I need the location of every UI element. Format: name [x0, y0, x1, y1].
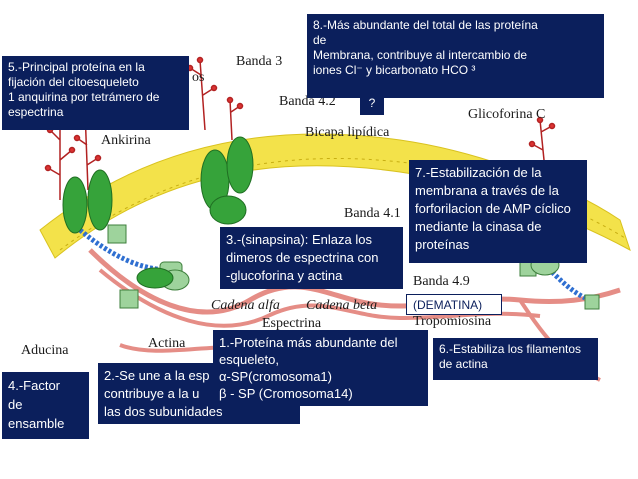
label-banda-4-1: Banda 4.1: [344, 206, 401, 221]
note-8-line-4: iones Cl⁻ y bicarbonato HCO ³: [313, 63, 476, 77]
note-4-line-2: de: [8, 397, 23, 412]
note-7-line-5: proteínas: [415, 237, 470, 252]
note-7-line-2: membrana a través de la: [415, 183, 559, 198]
note-4-box: 4.-Factor de ensamble: [2, 372, 89, 439]
note-8-box: 8.-Más abundante del total de las proteí…: [307, 14, 604, 98]
note-1-box: 1.-Proteína más abundante del esqueleto,…: [213, 330, 428, 406]
actin-blob: [136, 267, 174, 289]
label-espectrina: Espectrina: [262, 316, 322, 331]
label-tropomiosina: Tropomiosina: [413, 314, 492, 329]
note-2-line-2: contribuye a la u: [104, 386, 200, 401]
note-1-line-1: 1.-Proteína más abundante del: [219, 335, 398, 350]
label-glicoforina-c: Glicoforina C: [468, 107, 546, 122]
label-actina: Actina: [148, 336, 186, 351]
note-6-line-1: 6.-Estabiliza los filamentos: [439, 342, 582, 356]
note-4-line-1: 4.-Factor: [8, 378, 61, 393]
note-5-box: 5.-Principal proteína en la fijación del…: [2, 56, 189, 130]
note-8-question-box: ?: [360, 93, 384, 115]
note-8-line-2: de: [313, 33, 327, 47]
note-1-line-3: α-SP(cromosoma1): [219, 369, 332, 384]
note-4-line-3: ensamble: [8, 416, 65, 431]
note-6-line-2: de actina: [439, 357, 488, 371]
note-5-line-4: espectrina: [8, 105, 64, 119]
note-2-line-1: 2.-Se une a la esp: [104, 368, 210, 383]
spectrin-filament: [88, 248, 621, 315]
label-ankirina: Ankirina: [101, 133, 151, 148]
note-7-line-3: forforilacion de AMP cíclico: [415, 201, 571, 216]
note-3-box: 3.-(sinapsina): Enlaza los dimeros de es…: [220, 227, 403, 289]
note-8-line-1: 8.-Más abundante del total de las proteí…: [313, 18, 538, 32]
note-3-line-3: -glucoforina y actina: [226, 268, 343, 283]
note-1-line-4: β - SP (Cromosoma14): [219, 386, 353, 401]
label-banda-3: Banda 3: [236, 54, 283, 69]
spectrin-filament-beta: [98, 268, 541, 328]
note-8-line-3: Membrana, contribuye al intercambio de: [313, 48, 528, 62]
dematina-label: (DEMATINA): [413, 298, 483, 312]
label-aducina: Aducina: [21, 343, 69, 358]
label-banda-4-9: Banda 4.9: [413, 274, 470, 289]
label-bicapa-lipidica: Bicapa lipídica: [305, 125, 390, 140]
note-1-line-2: esqueleto,: [219, 352, 279, 367]
note-8-question: ?: [368, 96, 376, 110]
note-7-line-4: mediante la cinasa de: [415, 219, 542, 234]
dematina-label-box: (DEMATINA): [406, 294, 502, 315]
note-6-box: 6.-Estabiliza los filamentos de actina: [433, 338, 598, 380]
note-5-line-1: 5.-Principal proteína en la: [8, 60, 145, 74]
note-7-box: 7.-Estabilización de la membrana a travé…: [409, 160, 587, 263]
label-cadena-beta: Cadena beta: [306, 298, 378, 313]
label-cadena-alfa: Cadena alfa: [211, 298, 280, 313]
note-5-line-2: fijación del citoesqueleto: [8, 75, 139, 89]
note-3-line-1: 3.-(sinapsina): Enlaza los: [226, 232, 372, 247]
note-7-line-1: 7.-Estabilización de la: [415, 165, 542, 180]
band3-proteins: [62, 136, 254, 234]
note-2-line-3: las dos subunidades: [104, 404, 223, 419]
label-fragment-os: os: [192, 70, 205, 85]
note-3-line-2: dimeros de espectrina con: [226, 250, 379, 265]
note-5-line-3: 1 anquirina por tetrámero de: [8, 90, 160, 104]
chain-right: [543, 263, 587, 301]
